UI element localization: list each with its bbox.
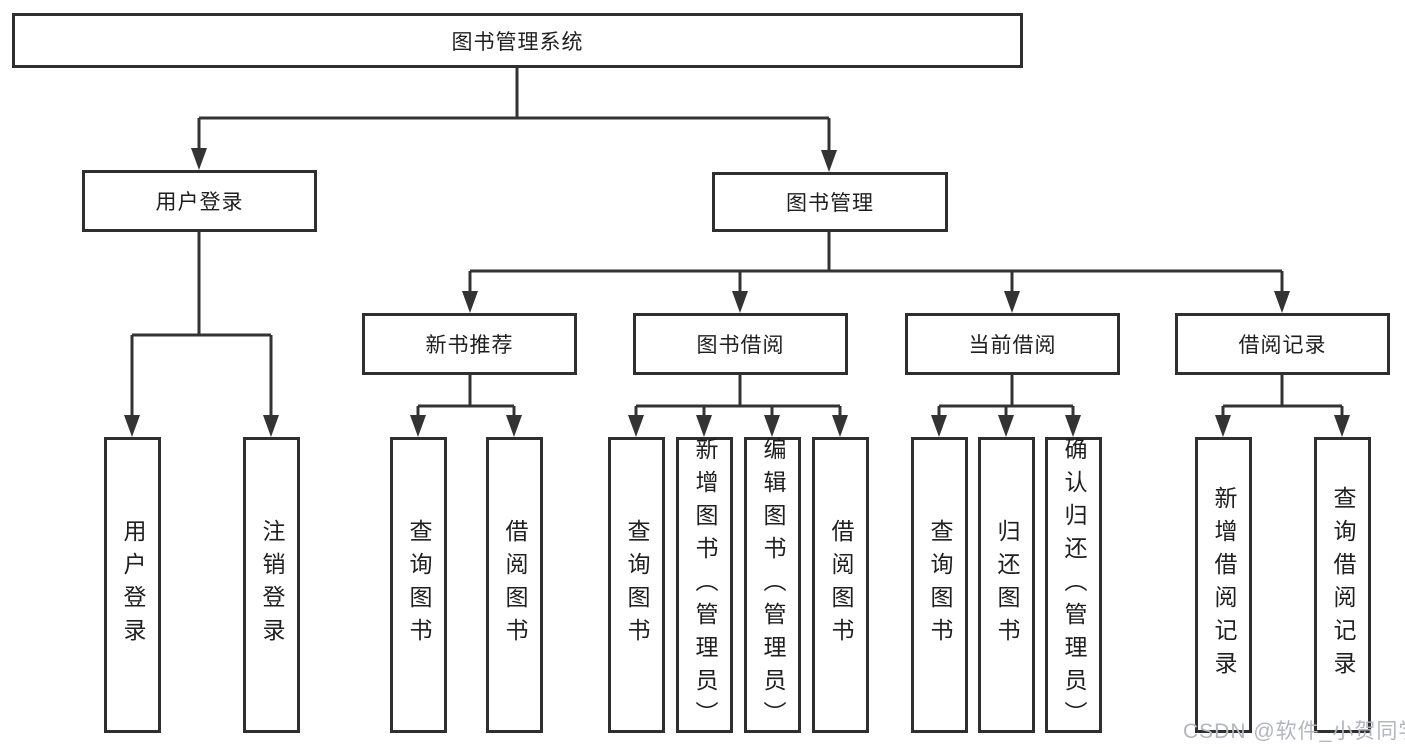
node-leaf-query-books-1: 查询图书 (390, 437, 447, 733)
node-leaf-logout-label: 注销登录 (259, 519, 285, 651)
node-leaf-query-books-2-label: 查询图书 (624, 519, 650, 651)
node-leaf-add-books-admin-label: 新增图书（管理员） (692, 436, 718, 734)
node-borrow-records-label: 借阅记录 (1238, 334, 1327, 357)
node-leaf-edit-books-admin-label: 编辑图书（管理员） (760, 436, 786, 734)
node-leaf-confirm-return-admin: 确认归还（管理员） (1045, 436, 1102, 734)
node-new-book-recommend-label: 新书推荐 (425, 334, 514, 357)
node-library-system: 图书管理系统 (12, 13, 1023, 68)
node-leaf-query-books-1-label: 查询图书 (406, 519, 432, 651)
node-leaf-logout: 注销登录 (243, 437, 300, 733)
node-book-management: 图书管理 (712, 172, 948, 232)
node-leaf-borrow-books-2-label: 借阅图书 (828, 519, 854, 651)
node-borrow-records: 借阅记录 (1175, 313, 1390, 375)
node-leaf-query-books-2: 查询图书 (608, 437, 665, 733)
node-leaf-query-books-3: 查询图书 (911, 437, 968, 733)
node-book-borrow-label: 图书借阅 (696, 334, 785, 357)
node-leaf-return-books: 归还图书 (978, 437, 1035, 733)
node-book-borrow: 图书借阅 (633, 313, 848, 375)
node-leaf-return-books-label: 归还图书 (994, 519, 1020, 651)
node-user-login: 用户登录 (82, 170, 317, 232)
node-leaf-borrow-books-1-label: 借阅图书 (502, 519, 528, 651)
node-leaf-add-borrow-record: 新增借阅记录 (1195, 437, 1252, 733)
csdn-watermark: CSDN @软件_小贺同学 (1183, 720, 1405, 743)
node-leaf-edit-books-admin: 编辑图书（管理员） (744, 436, 801, 734)
node-new-book-recommend: 新书推荐 (362, 313, 577, 375)
node-current-borrow-label: 当前借阅 (968, 334, 1057, 357)
node-leaf-query-books-3-label: 查询图书 (927, 519, 953, 651)
node-leaf-user-login-label: 用户登录 (120, 519, 146, 651)
node-leaf-query-borrow-record-label: 查询借阅记录 (1330, 486, 1356, 684)
node-current-borrow: 当前借阅 (905, 313, 1120, 375)
node-leaf-borrow-books-2: 借阅图书 (812, 437, 869, 733)
node-leaf-confirm-return-admin-label: 确认归还（管理员） (1061, 436, 1087, 734)
node-book-management-label: 图书管理 (786, 192, 874, 215)
node-leaf-add-borrow-record-label: 新增借阅记录 (1211, 486, 1237, 684)
node-leaf-borrow-books-1: 借阅图书 (486, 437, 543, 733)
node-library-system-label: 图书管理系统 (451, 30, 584, 54)
node-leaf-user-login: 用户登录 (104, 437, 161, 733)
node-user-login-label: 用户登录 (155, 191, 244, 214)
node-leaf-add-books-admin: 新增图书（管理员） (676, 436, 733, 734)
node-leaf-query-borrow-record: 查询借阅记录 (1314, 437, 1371, 733)
